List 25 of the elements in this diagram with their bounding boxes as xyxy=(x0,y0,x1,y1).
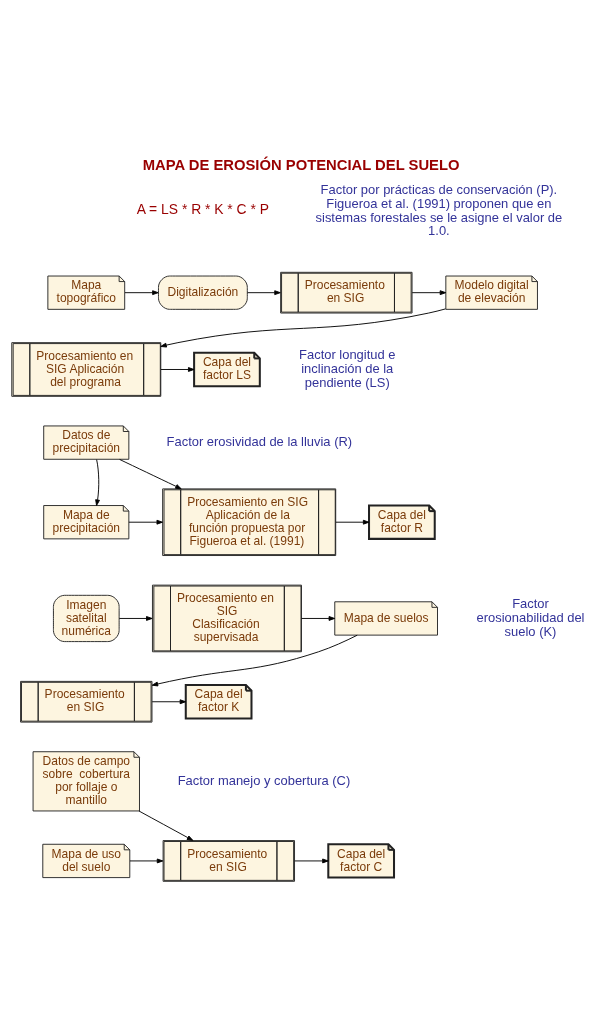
arrow xyxy=(301,615,336,621)
node-box: Imagen satelital numérica xyxy=(52,594,120,642)
arrow xyxy=(151,634,358,686)
label: Factor longitud e inclinación de la pendiente (LS) xyxy=(299,346,396,390)
arrow xyxy=(124,289,159,295)
arrow xyxy=(119,458,182,489)
arrow xyxy=(129,858,164,863)
arrow xyxy=(294,858,329,863)
arrow xyxy=(160,366,195,372)
label: Factor erosionabilidad del suelo (K) xyxy=(476,595,585,639)
label: Factor manejo y cobertura (C) xyxy=(177,772,351,788)
arrow xyxy=(151,698,187,704)
arrow xyxy=(118,615,153,621)
arrow xyxy=(95,458,100,506)
arrow xyxy=(160,307,446,348)
arrow xyxy=(246,289,281,295)
arrow xyxy=(128,519,163,525)
label: Factor por prácticas de conservación (P). Figueroa et al. (1991) proponen que en sistemas forestales se le asigne el valor de 1.0. xyxy=(315,181,563,238)
label: A = LS * R * K * C * P xyxy=(136,200,270,217)
arrow xyxy=(411,289,447,295)
arrow xyxy=(335,519,370,525)
arrow xyxy=(138,810,194,841)
diagram-title: MAPA DE EROSIÓN POTENCIAL DEL SUELO xyxy=(142,156,460,173)
label: Factor erosividad de la lluvia (R) xyxy=(166,433,353,449)
node-box: Digitalización xyxy=(158,275,248,310)
